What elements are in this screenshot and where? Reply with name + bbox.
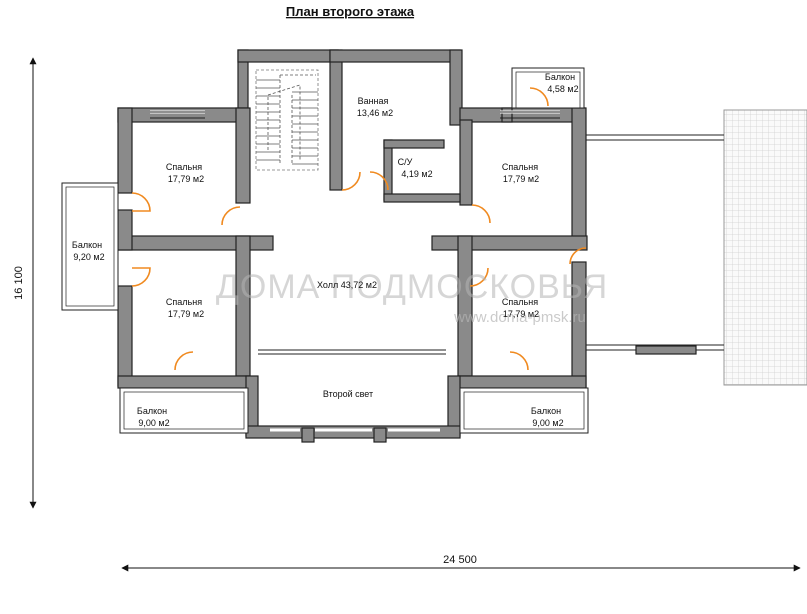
bal-top-name: Балкон [545,72,575,82]
hall-label: Холл 43,72 м2 [317,280,377,290]
balconies [61,67,589,434]
walls [117,49,588,443]
windows [150,110,560,432]
bal-bl-area: 9,00 м2 [138,418,169,428]
bed-bl-area: 17,79 м2 [168,309,204,319]
bed-bl-name: Спальня [166,297,202,307]
bed-br-area: 17,79 м2 [503,309,539,319]
bath-area: 13,46 м2 [357,108,393,118]
bed-tr-name: Спальня [502,162,538,172]
bath-name: Ванная [358,96,389,106]
bed-br-name: Спальня [502,297,538,307]
bal-left-name: Балкон [72,240,102,250]
width-dimension: 24 500 [443,554,477,566]
hall-area: 43,72 м2 [341,280,377,290]
watermark-url: www.doma-pmsk.ru [453,309,586,326]
wc-area: 4,19 м2 [401,169,432,179]
bed-tr-area: 17,79 м2 [503,174,539,184]
bal-br-name: Балкон [531,406,561,416]
bal-left-area: 9,20 м2 [73,252,104,262]
watermark-brand: ДОМА ПОДМОСКОВЬЯ [216,268,608,306]
bal-bl-name: Балкон [137,406,167,416]
second-light-label: Второй свет [323,389,373,399]
bed-tl-area: 17,79 м2 [168,174,204,184]
height-dimension: 16 100 [13,266,25,300]
hall-name: Холл [317,280,338,290]
bal-br-area: 9,00 м2 [532,418,563,428]
room-labels: Ванная 13,46 м2 С/У 4,19 м2 Спальня 17,7… [72,72,579,428]
bal-top-area: 4,58 м2 [547,84,578,94]
doors [131,87,587,371]
terrace-tiles [723,109,807,386]
plan-title: План второго этажа [286,4,415,19]
staircase [255,69,319,171]
wc-name: С/У [398,157,413,167]
bed-tl-name: Спальня [166,162,202,172]
